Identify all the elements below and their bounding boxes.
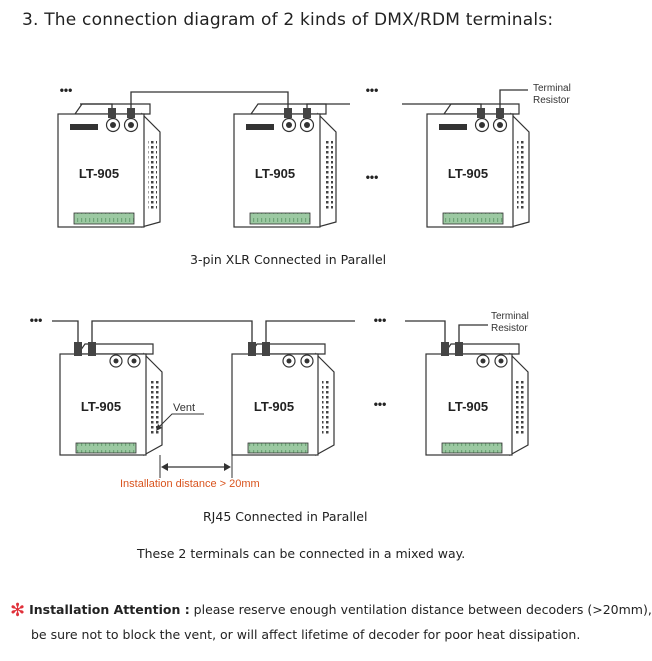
mixed-connection-note: These 2 terminals can be connected in a … [137,546,466,561]
attention-text-line1: please reserve enough ventilation distan… [189,602,652,617]
connection-diagram: LT-905 LT-905 LT-905 [30,83,571,490]
terminal-resistor-label-rj45-2: Resistor [491,323,528,334]
device-label: LT-905 [448,166,488,181]
rj45-device-1: LT-905 [59,342,163,457]
device-label: LT-905 [448,399,488,414]
device-label: LT-905 [81,399,121,414]
rj45-cables [52,320,488,342]
device-label: LT-905 [254,399,294,414]
device-label: LT-905 [255,166,295,181]
xlr-plugs [108,108,504,118]
xlr-device-3: LT-905 [426,103,530,228]
terminal-resistor-label-xlr-2: Resistor [533,95,570,106]
ellipsis: ••• [374,313,387,327]
asterisk-icon: ✻ [10,600,26,621]
ellipsis: ••• [366,170,379,184]
installation-distance-marker: Installation distance > 20mm [120,455,260,490]
attention-note: ✻Installation Attention : please reserve… [10,600,652,621]
rj45-device-2: LT-905 [231,342,335,457]
attention-title: Installation Attention : [29,602,190,617]
terminal-resistor-label-rj45-1: Terminal [491,311,529,322]
ellipsis: ••• [366,83,379,97]
attention-text-line2: be sure not to block the vent, or will a… [31,627,581,642]
page-title: 3. The connection diagram of 2 kinds of … [22,10,554,30]
rj45-caption: RJ45 Connected in Parallel [203,509,368,524]
ellipsis: ••• [374,397,387,411]
xlr-device-1: LT-905 [57,103,161,228]
terminal-resistor-label-xlr-1: Terminal [533,83,571,94]
ellipsis: ••• [30,313,43,327]
distance-label: Installation distance > 20mm [120,478,260,490]
device-label: LT-905 [79,166,119,181]
rj45-device-3: LT-905 [425,342,529,457]
vent-pointer: Vent [156,402,204,431]
xlr-caption: 3-pin XLR Connected in Parallel [190,252,387,267]
ellipsis: ••• [60,83,73,97]
xlr-device-2: LT-905 [233,103,337,228]
vent-label: Vent [173,402,195,414]
